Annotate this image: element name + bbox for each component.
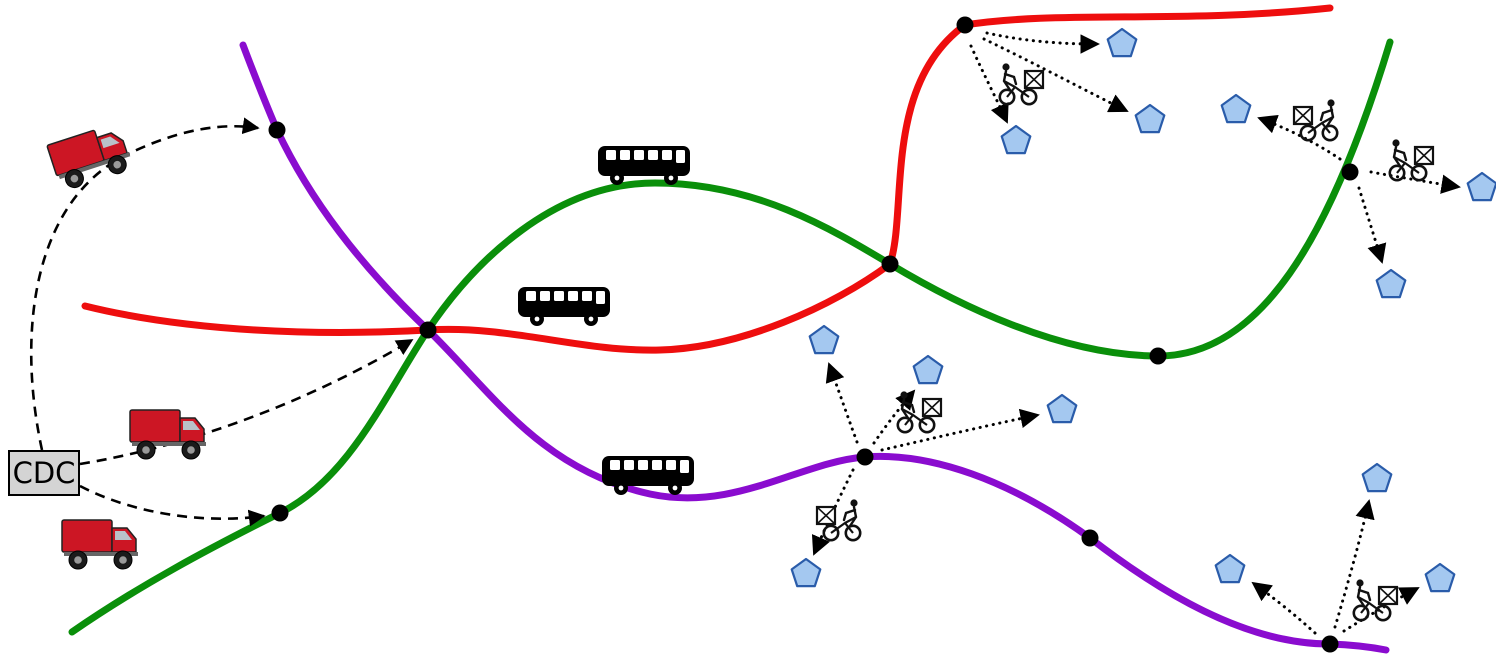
last-mile-arrow bbox=[969, 44, 1009, 124]
last-mile-arrow bbox=[1251, 581, 1317, 635]
customer-pentagon-icon bbox=[1424, 562, 1456, 593]
last-mile-arrow bbox=[880, 408, 1040, 452]
cdc-dispatch-arrow bbox=[79, 484, 266, 527]
customer-pentagon-icon bbox=[1466, 171, 1496, 202]
route-green bbox=[68, 38, 1394, 636]
last-mile-arrow bbox=[985, 31, 1100, 54]
cargo-bike-icon bbox=[1388, 139, 1435, 182]
transfer-node bbox=[1149, 347, 1167, 365]
delivery-truck-icon bbox=[61, 519, 138, 570]
route-purple bbox=[239, 41, 1390, 654]
customer-pentagon-icon bbox=[912, 354, 944, 385]
transfer-node bbox=[881, 255, 899, 273]
node-layer bbox=[268, 16, 1359, 653]
bus-icon bbox=[602, 456, 694, 495]
customer-pentagon-icon bbox=[1000, 124, 1032, 155]
customer-pentagon-icon bbox=[1046, 393, 1078, 424]
last-mile-arrow bbox=[1357, 186, 1387, 264]
customer-pentagon-icon bbox=[1106, 27, 1138, 58]
customer-pentagon-icon bbox=[808, 324, 840, 355]
cargo-bike-icon bbox=[998, 63, 1045, 106]
transfer-node bbox=[271, 504, 289, 522]
customer-pentagon-icon bbox=[1375, 268, 1407, 299]
transfer-node bbox=[1081, 529, 1099, 547]
last-mile-arrow bbox=[825, 362, 859, 444]
last-mile-arrow bbox=[982, 37, 1129, 113]
bus-icon bbox=[598, 146, 690, 185]
delivery-truck-icon bbox=[129, 409, 206, 460]
cargo-bike-icon bbox=[1352, 579, 1399, 622]
customer-pentagon-icon bbox=[1220, 93, 1252, 124]
cargo-bike-icon bbox=[1292, 99, 1339, 142]
transfer-node bbox=[1341, 163, 1359, 181]
icon-layer bbox=[46, 27, 1496, 622]
customer-pentagon-icon bbox=[1214, 553, 1246, 584]
customer-pentagon-icon bbox=[790, 557, 822, 588]
cargo-bike-icon bbox=[896, 391, 943, 434]
transfer-node bbox=[956, 16, 974, 34]
route-layer bbox=[68, 4, 1394, 654]
transfer-node bbox=[268, 121, 286, 139]
cargo-bike-icon bbox=[815, 499, 862, 542]
bus-icon bbox=[518, 287, 610, 326]
transfer-node bbox=[856, 448, 874, 466]
delivery-truck-icon bbox=[46, 129, 131, 189]
cdc-depot-box: CDC bbox=[8, 450, 80, 496]
customer-pentagon-icon bbox=[1134, 103, 1166, 134]
customer-pentagon-icon bbox=[1361, 462, 1393, 493]
cdc-dispatch-arrow bbox=[29, 117, 260, 451]
transfer-node bbox=[1321, 635, 1339, 653]
cdc-dispatch-arrow bbox=[79, 338, 414, 466]
transfer-node bbox=[419, 321, 437, 339]
last-mile-arrow bbox=[872, 389, 916, 445]
route-red bbox=[81, 4, 1334, 354]
